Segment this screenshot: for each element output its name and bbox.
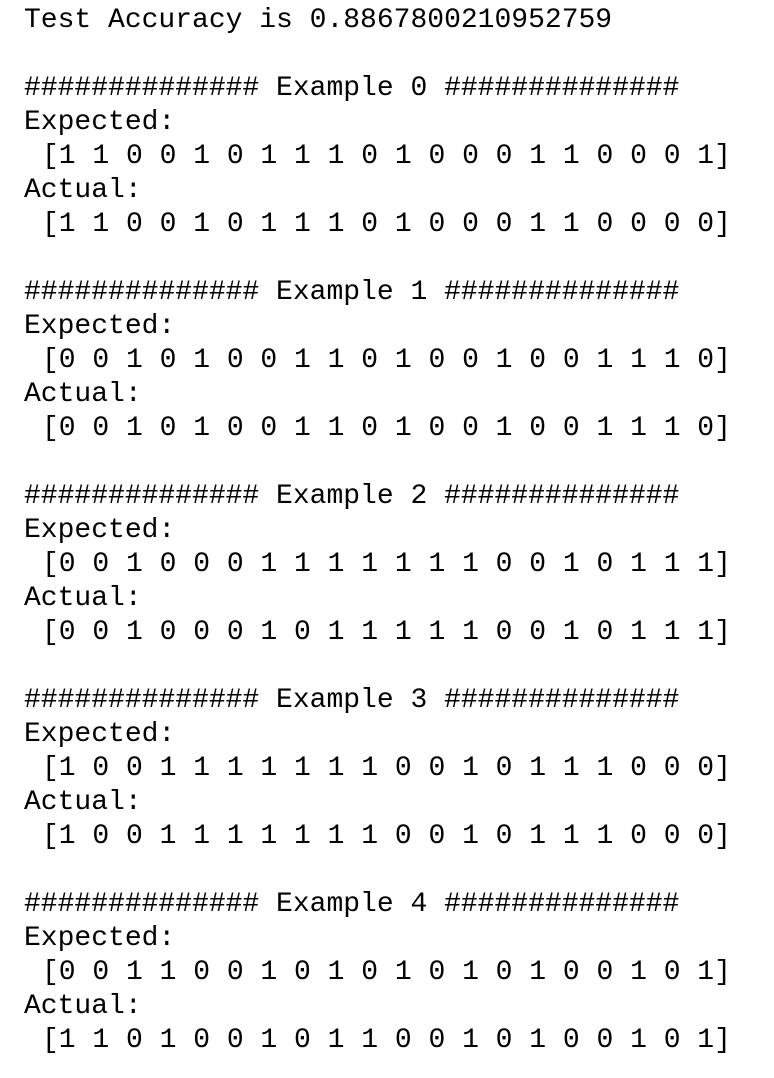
expected-label: Expected: <box>24 311 176 342</box>
expected-label: Expected: <box>24 719 176 750</box>
actual-array: [1 0 0 1 1 1 1 1 1 1 0 0 1 0 1 1 1 0 0 0… <box>42 821 731 852</box>
example-block-4: ############## Example 4 ############## … <box>24 888 774 1058</box>
actual-label: Actual: <box>24 991 142 1022</box>
example-block-2: ############## Example 2 ############## … <box>24 480 774 650</box>
actual-label: Actual: <box>24 583 142 614</box>
actual-label: Actual: <box>24 175 142 206</box>
expected-array: [1 0 0 1 1 1 1 1 1 1 0 0 1 0 1 1 1 0 0 0… <box>42 753 731 784</box>
expected-array: [1 1 0 0 1 0 1 1 1 0 1 0 0 0 1 1 0 0 0 1… <box>42 141 731 172</box>
blank-line <box>24 650 774 684</box>
example-header: ############## Example 3 ############## <box>24 685 680 716</box>
actual-label: Actual: <box>24 787 142 818</box>
expected-label: Expected: <box>24 923 176 954</box>
expected-array: [0 0 1 0 0 0 1 1 1 1 1 1 1 0 0 1 0 1 1 1… <box>42 549 731 580</box>
blank-line <box>24 38 774 72</box>
expected-label: Expected: <box>24 107 176 138</box>
example-block-1: ############## Example 1 ############## … <box>24 276 774 446</box>
example-block-3: ############## Example 3 ############## … <box>24 684 774 854</box>
example-header: ############## Example 0 ############## <box>24 73 680 104</box>
actual-array: [1 1 0 0 1 0 1 1 1 0 1 0 0 0 1 1 0 0 0 0… <box>42 209 731 240</box>
expected-label: Expected: <box>24 515 176 546</box>
blank-line <box>24 242 774 276</box>
example-header: ############## Example 4 ############## <box>24 889 680 920</box>
actual-array: [1 1 0 1 0 0 1 0 1 1 0 0 1 0 1 0 0 1 0 1… <box>42 1025 731 1056</box>
accuracy-line: Test Accuracy is 0.8867800210952759 <box>24 5 613 36</box>
expected-array: [0 0 1 1 0 0 1 0 1 0 1 0 1 0 1 0 0 1 0 1… <box>42 957 731 988</box>
example-header: ############## Example 1 ############## <box>24 277 680 308</box>
blank-line <box>24 854 774 888</box>
example-header: ############## Example 2 ############## <box>24 481 680 512</box>
actual-array: [0 0 1 0 0 0 1 0 1 1 1 1 1 0 0 1 0 1 1 1… <box>42 617 731 648</box>
expected-array: [0 0 1 0 1 0 0 1 1 0 1 0 0 1 0 0 1 1 1 0… <box>42 345 731 376</box>
blank-line <box>24 446 774 480</box>
actual-array: [0 0 1 0 1 0 0 1 1 0 1 0 0 1 0 0 1 1 1 0… <box>42 413 731 444</box>
example-block-0: ############## Example 0 ############## … <box>24 72 774 242</box>
actual-label: Actual: <box>24 379 142 410</box>
